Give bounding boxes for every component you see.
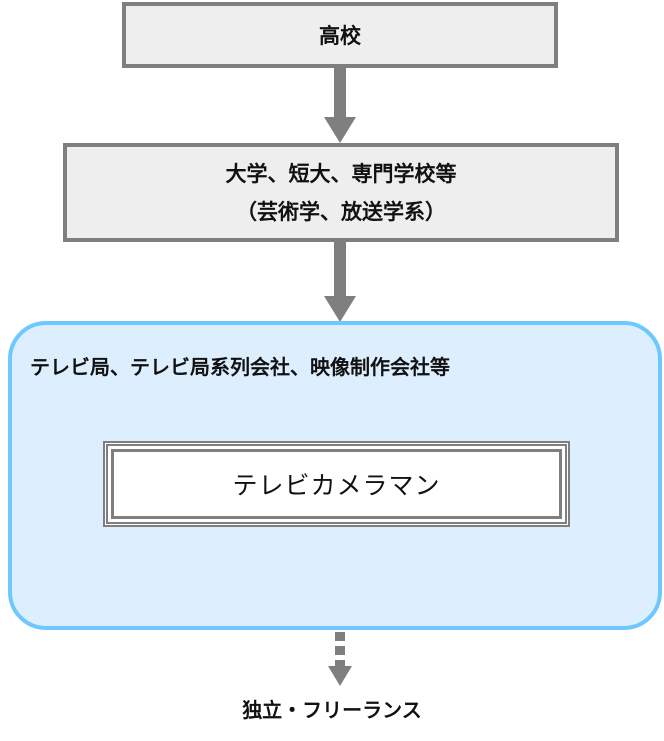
step-label-university-line2: （芸術学、放送学系） — [236, 199, 446, 224]
next-step-label: 独立・フリーランス — [242, 698, 422, 722]
arrow-down-1 — [322, 68, 358, 143]
workplace-panel: テレビ局、テレビ局系列会社、映像制作会社等 テレビカメラマン — [8, 321, 662, 630]
workplace-label: テレビ局、テレビ局系列会社、映像制作会社等 — [30, 355, 450, 379]
step-label-highschool: 高校 — [319, 24, 361, 48]
arrow-down-dashed — [322, 630, 358, 690]
job-title: テレビカメラマン — [111, 449, 562, 519]
arrow-down-2 — [322, 242, 358, 322]
job-title-box: テレビカメラマン — [103, 441, 570, 527]
step-label-university-line1: 大学、短大、専門学校等 — [225, 161, 457, 186]
step-box-university: 大学、短大、専門学校等 （芸術学、放送学系） — [63, 143, 619, 242]
step-box-highschool: 高校 — [122, 2, 558, 68]
